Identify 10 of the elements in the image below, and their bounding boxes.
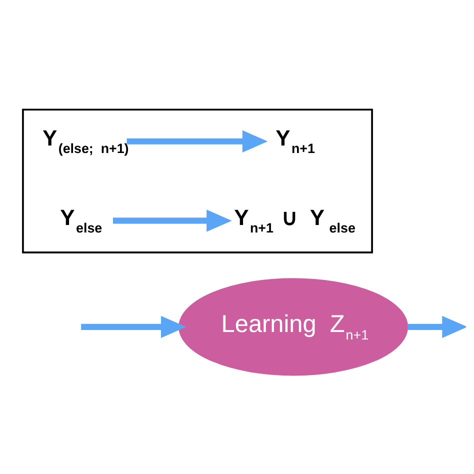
arrow <box>126 130 268 152</box>
node-ellipse: Learning Z$_{n+1}$ <box>178 278 408 376</box>
arrow <box>408 315 466 338</box>
arrow <box>81 315 186 338</box>
node-text: Y$_{else}$ <box>60 204 102 235</box>
cluster <box>22 108 373 253</box>
node-text: Y$_{n+1}$ <box>276 125 315 156</box>
arrow <box>113 209 232 232</box>
node-text: Y$_{(else; n+1)}$ <box>42 125 129 156</box>
node-text: Y$_{n+1}$ ∪ Y$_{else}$ <box>234 204 356 235</box>
